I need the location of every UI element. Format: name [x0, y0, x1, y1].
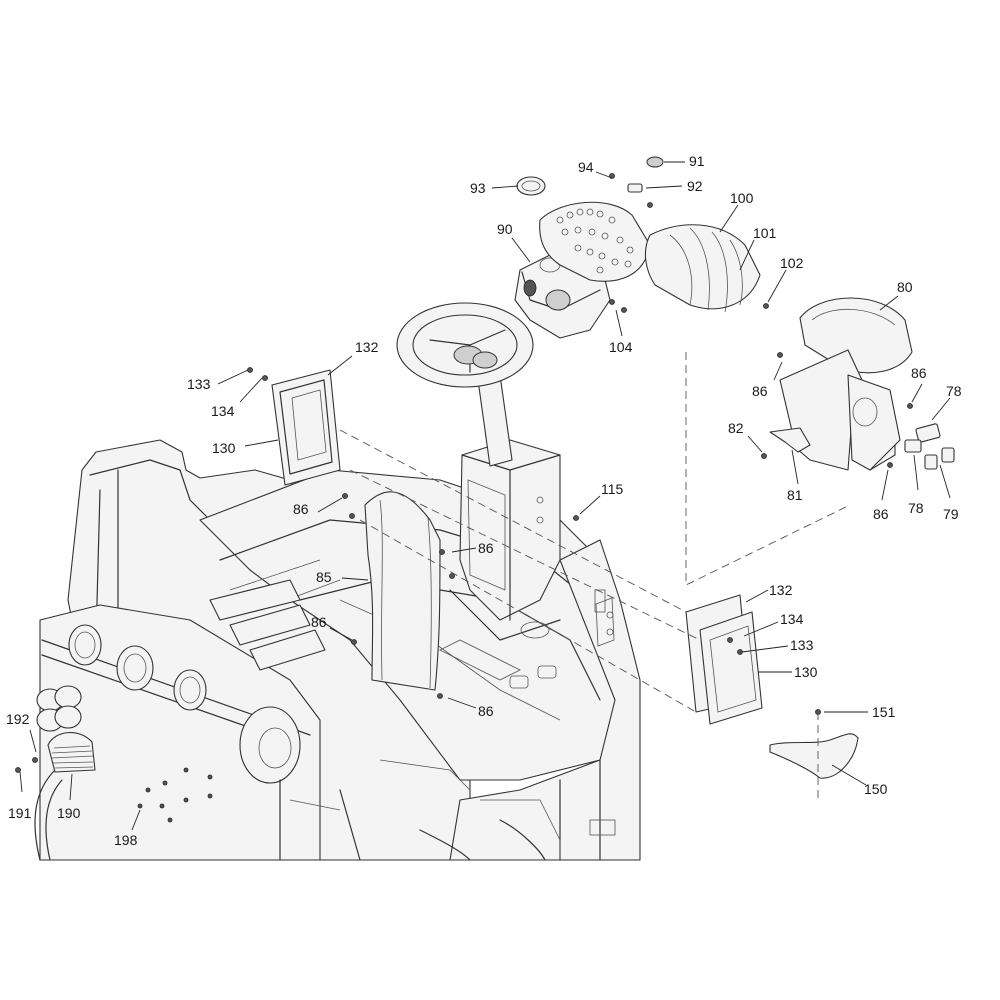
callout-133-left: 133 — [187, 376, 211, 392]
column-cover-85 — [364, 491, 441, 691]
hood-assembly-80 — [761, 297, 955, 471]
callout-134-right: 134 — [780, 611, 804, 627]
callout-190: 190 — [57, 805, 81, 821]
callout-82: 82 — [728, 420, 744, 436]
callout-85: 85 — [316, 569, 332, 585]
callout-130-right: 130 — [794, 664, 818, 680]
callout-192: 192 — [6, 711, 30, 727]
dash-console — [514, 156, 769, 339]
callout-198: 198 — [114, 832, 138, 848]
callout-86-cover-top: 86 — [293, 501, 309, 517]
assembly-dashed-lines — [339, 352, 851, 800]
callout-104: 104 — [609, 339, 633, 355]
callout-115: 115 — [601, 481, 624, 497]
callout-86-cover-mid: 86 — [311, 614, 327, 630]
callout-86-cover-bottom: 86 — [478, 703, 494, 719]
callout-132-left: 132 — [355, 339, 379, 355]
access-panel-left — [247, 367, 341, 486]
callout-130-left: 130 — [212, 440, 236, 456]
callout-94: 94 — [578, 159, 594, 175]
grille-190 — [15, 732, 96, 773]
callout-90: 90 — [497, 221, 513, 237]
callout-102: 102 — [780, 255, 804, 271]
callout-134-left: 134 — [211, 403, 235, 419]
callout-150: 150 — [864, 781, 888, 797]
callout-101: 101 — [753, 225, 777, 241]
callout-80: 80 — [897, 279, 913, 295]
callout-91: 91 — [689, 153, 705, 169]
callout-133-right: 133 — [790, 637, 814, 653]
callout-93: 93 — [470, 180, 486, 196]
access-panel-right — [685, 594, 763, 725]
misc-fasteners — [342, 173, 653, 699]
callout-81: 81 — [787, 487, 803, 503]
callout-78-top: 78 — [946, 383, 962, 399]
screw-set-198 — [137, 767, 213, 823]
callout-151: 151 — [872, 704, 896, 720]
bracket-150 — [769, 709, 859, 779]
callout-78-bottom: 78 — [908, 500, 924, 516]
callout-100: 100 — [730, 190, 754, 206]
callout-92: 92 — [687, 178, 703, 194]
callout-79: 79 — [943, 506, 959, 522]
leader-lines — [19, 161, 951, 831]
callout-86-hood-bottom: 86 — [873, 506, 889, 522]
callout-86-cover-right: 86 — [478, 540, 494, 556]
callout-86-hood-right: 86 — [911, 365, 927, 381]
callout-132-right: 132 — [769, 582, 793, 598]
steering-assembly — [396, 302, 561, 641]
callout-86-hood-left: 86 — [752, 383, 768, 399]
callout-191: 191 — [8, 805, 32, 821]
